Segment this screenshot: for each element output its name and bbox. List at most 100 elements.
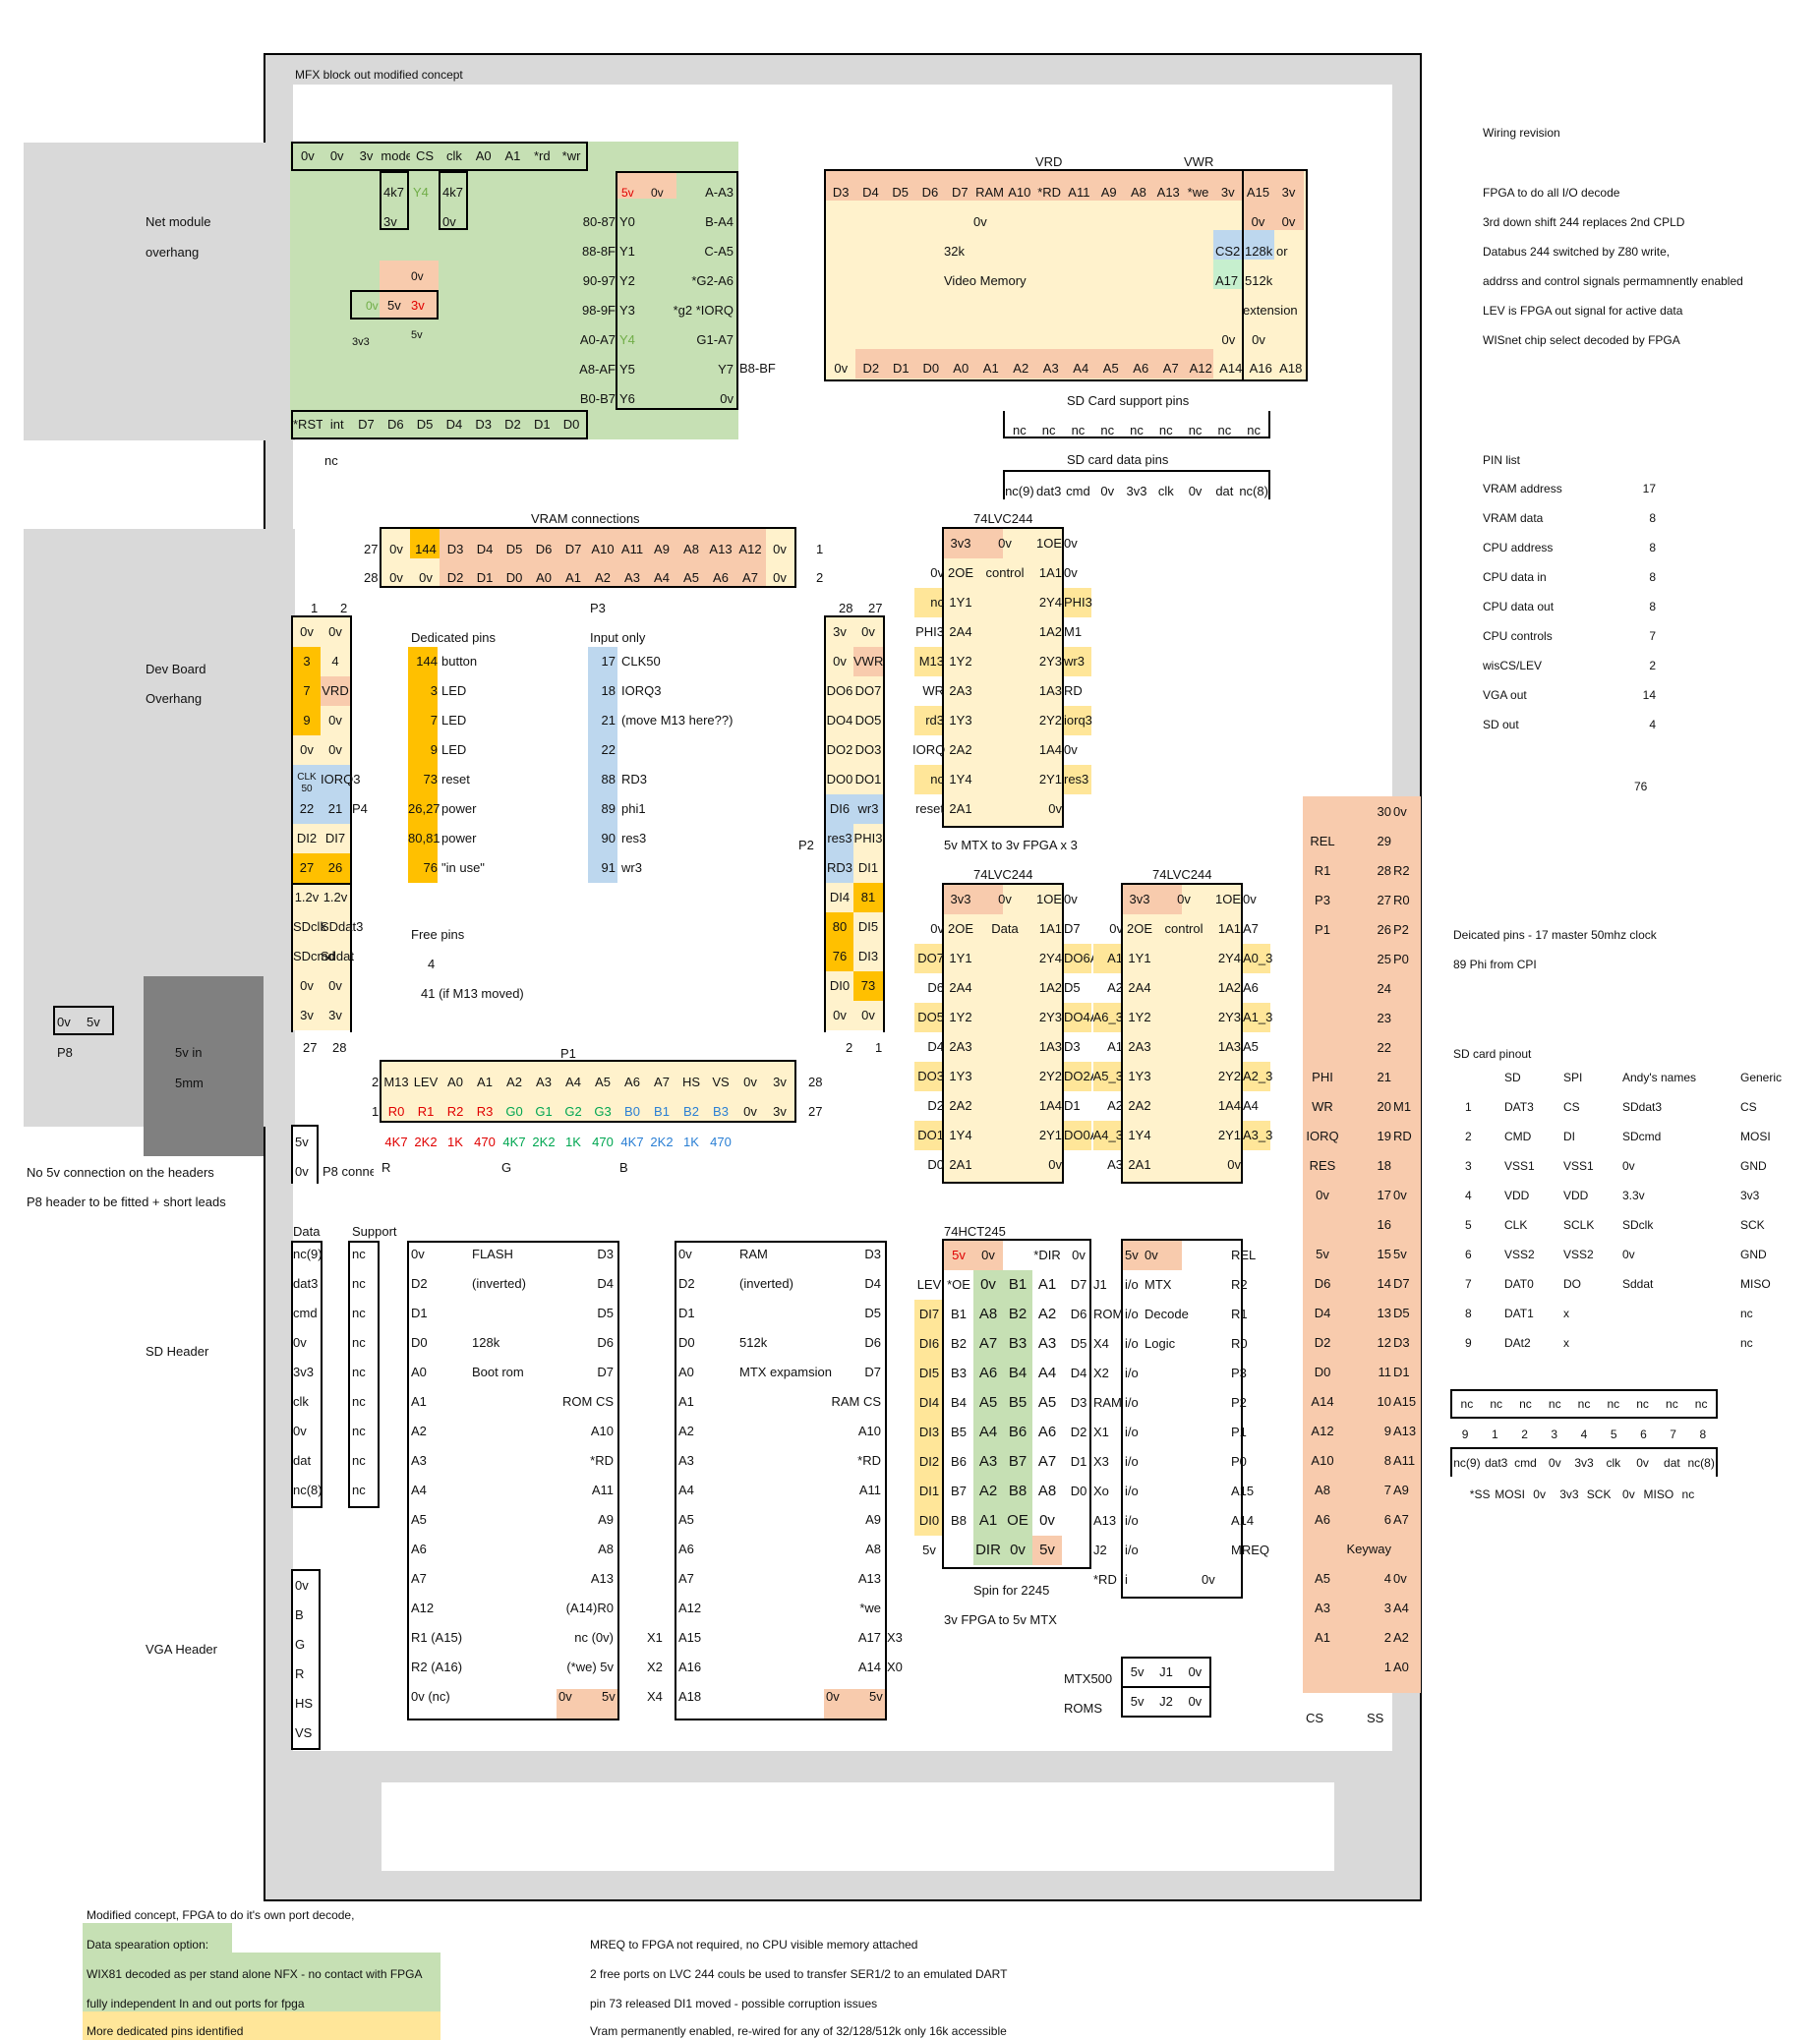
pin: A10	[591, 542, 615, 556]
pin: 1.2v	[323, 890, 348, 904]
pin: MOSI	[1740, 1130, 1771, 1143]
bottom-note: pin 73 released DI1 moved - possible cor…	[590, 1997, 878, 2011]
pin: A8	[1315, 1483, 1330, 1497]
pin: nc	[1548, 1397, 1561, 1411]
chip-power-pad	[944, 529, 1003, 558]
pin: A18	[1279, 361, 1303, 376]
dev-label-2: Overhang	[146, 691, 203, 706]
pin: A15	[1246, 185, 1270, 200]
pin: DI4	[829, 890, 851, 904]
pin: RAM CS	[831, 1394, 881, 1409]
pin: 20	[1377, 1099, 1391, 1114]
pin: DI6	[829, 801, 851, 816]
pin: i/o	[1125, 1484, 1139, 1498]
pin: A1	[1107, 951, 1123, 965]
pin: D1	[678, 1306, 695, 1320]
sd-support-title: SD Card support pins	[1067, 393, 1190, 408]
pin-highlight	[1093, 1062, 1123, 1091]
pin: *we	[1187, 185, 1209, 200]
dedicated-note-2: 89 Phi from CPI	[1453, 958, 1537, 971]
pin: VRD	[322, 683, 349, 698]
bottom-note: 2 free ports on LVC 244 couls be used to…	[590, 1967, 1008, 1981]
p8-pin-5v: 5v	[87, 1015, 100, 1029]
pin: 13	[1377, 1306, 1391, 1320]
pin-highlight	[914, 647, 944, 676]
pin: nc	[930, 595, 944, 610]
pin: *we	[859, 1601, 881, 1615]
p8-box	[53, 1006, 114, 1035]
vram-top-pad	[826, 171, 1243, 201]
pin: A1	[1037, 1276, 1057, 1293]
pin: D4	[597, 1276, 614, 1291]
pin: A6	[678, 1542, 694, 1556]
pin: G1	[535, 1104, 553, 1119]
pin: 0v	[293, 1424, 307, 1438]
pin: D3	[1064, 1039, 1081, 1054]
vram-label: Video Memory	[944, 273, 1027, 288]
pin: 0v	[981, 1248, 995, 1262]
pin: 0v	[1188, 1664, 1203, 1679]
res-4k7: 4k7	[442, 185, 463, 200]
pin: reset	[915, 801, 944, 816]
pin: A12	[678, 1601, 702, 1615]
pin: 3.3v	[1622, 1189, 1645, 1202]
free-4: 4	[428, 957, 436, 971]
chip-top-pad	[617, 173, 676, 199]
pin: LED	[441, 742, 467, 757]
pin: REL	[1231, 1248, 1257, 1262]
pin: 27	[1377, 893, 1391, 907]
p2-gold-1	[853, 883, 883, 912]
resistor: 470	[710, 1135, 732, 1149]
pin: A4	[1393, 1601, 1409, 1615]
pin: D4	[1070, 1366, 1087, 1380]
pin: RAM	[1093, 1395, 1122, 1410]
pin: DO2	[826, 742, 853, 757]
pin-number: 5	[1610, 1428, 1617, 1441]
pin: 3	[1465, 1159, 1472, 1173]
p1-n1: 1	[372, 1104, 380, 1119]
pin: B3	[951, 1366, 967, 1380]
pin-highlight	[1062, 588, 1091, 617]
pin: 0v	[998, 892, 1012, 906]
pin: nc	[352, 1394, 366, 1409]
p2-gold-3	[853, 971, 883, 1001]
pin: wr3	[857, 801, 879, 816]
pin: FLASH	[472, 1247, 513, 1261]
pin: 7	[1465, 1277, 1472, 1291]
pin: A1	[1107, 1039, 1123, 1054]
pin: A12	[738, 542, 762, 556]
pin: nc (0v)	[574, 1630, 614, 1645]
pin: A4	[678, 1483, 694, 1497]
pin: 0v	[861, 624, 875, 639]
pin: 3v3	[1574, 1456, 1594, 1470]
pin: 0v	[295, 1578, 309, 1593]
pin: D5	[864, 1306, 881, 1320]
hct-title: 74HCT245	[944, 1224, 1006, 1239]
pin: X1	[1093, 1425, 1109, 1439]
pin: ROM	[1093, 1307, 1124, 1321]
sd-support-header	[348, 1241, 380, 1508]
pin: D7	[864, 1365, 881, 1379]
pin: A6	[1037, 1424, 1057, 1440]
pin: 80	[832, 919, 848, 934]
range: A0-A7	[579, 332, 616, 347]
pin-highlight	[914, 765, 944, 794]
pin: nc	[1247, 423, 1261, 437]
pin: 1A2	[1038, 624, 1062, 639]
pin: 1Y3	[1128, 1069, 1151, 1083]
pin: 26,27	[408, 801, 440, 816]
pinlist-item: CPU address	[1483, 541, 1554, 554]
hct-in-pads	[914, 1300, 944, 1536]
pin: A2	[1393, 1630, 1409, 1645]
pin-highlight	[914, 706, 944, 735]
pin: SDclk	[1622, 1218, 1654, 1232]
pin: 0v	[328, 742, 342, 757]
pin: nc	[1519, 1397, 1532, 1411]
